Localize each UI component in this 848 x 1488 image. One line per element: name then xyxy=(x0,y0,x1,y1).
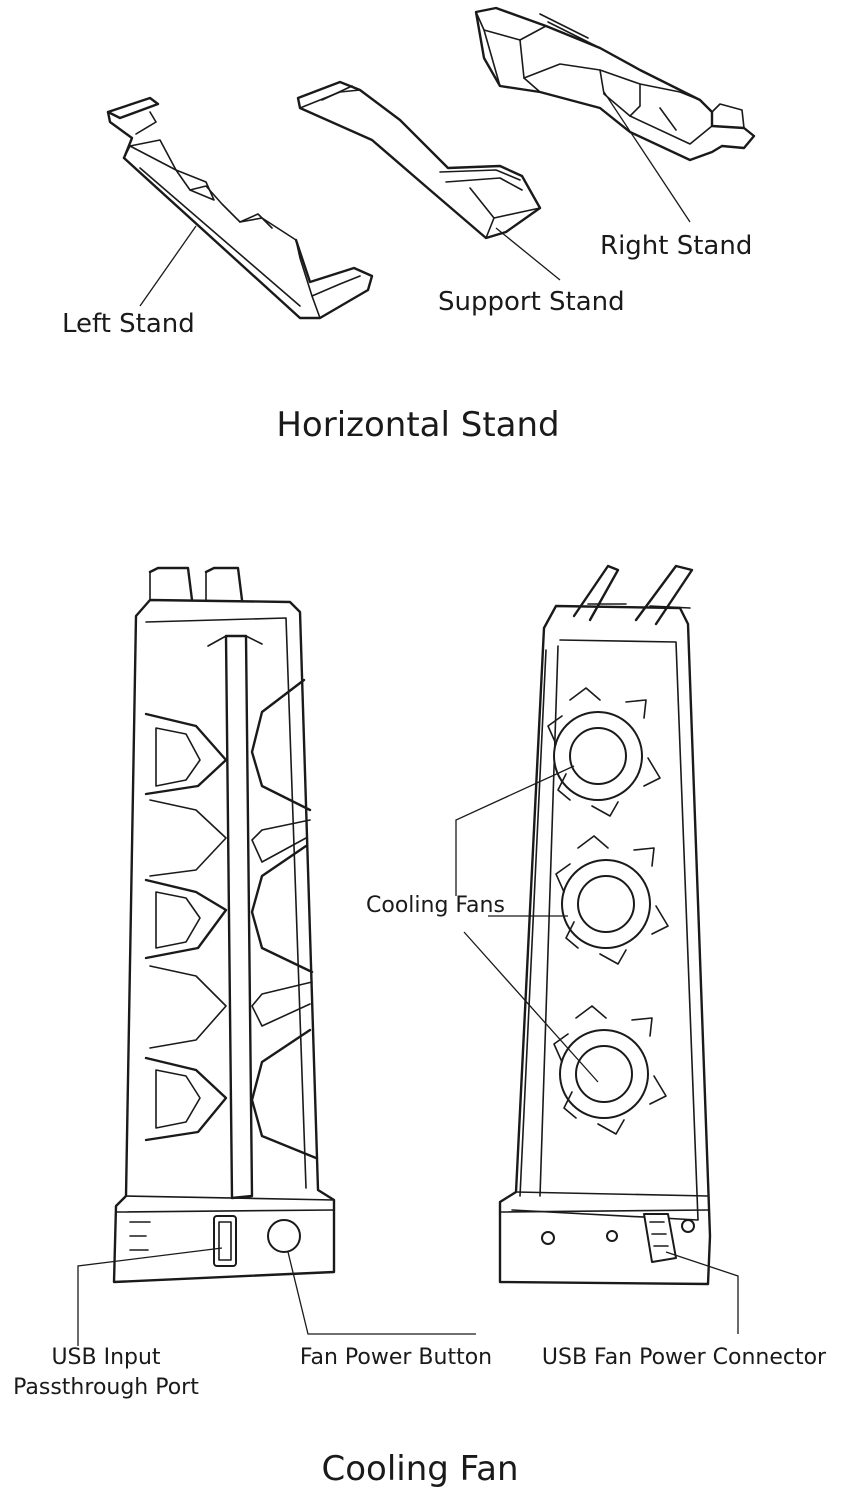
right-stand-drawing xyxy=(474,6,756,162)
usb-input-leader xyxy=(77,1247,223,1346)
left-stand-label: Left Stand xyxy=(62,309,195,339)
left-stand-drawing xyxy=(106,96,374,320)
usb-fan-power-connector-leader xyxy=(665,1251,739,1334)
support-stand-leader xyxy=(495,227,561,281)
left-stand-leader xyxy=(139,225,197,307)
cooling-fans-leader-top xyxy=(455,765,575,896)
horizontal-stand-title: Horizontal Stand xyxy=(276,405,559,445)
usb-fan-power-connector-label: USB Fan Power Connector xyxy=(542,1345,827,1370)
usb-input-label-line1: USB Input xyxy=(51,1345,160,1370)
fan-2-drawing xyxy=(555,835,669,965)
horizontal-stand-section: Left Stand Support Stand Right Stand Hor… xyxy=(62,6,756,445)
fan-1-drawing xyxy=(547,687,661,817)
support-stand-label: Support Stand xyxy=(438,287,625,317)
fan-power-button-drawing xyxy=(267,1219,301,1253)
fan-3-drawing xyxy=(553,1005,667,1135)
usb-input-port-drawing xyxy=(213,1215,237,1267)
cooling-fans-label: Cooling Fans xyxy=(366,893,505,918)
support-stand-drawing xyxy=(296,80,542,240)
cooling-fans-leader-bottom xyxy=(463,931,599,1083)
cooling-fan-front-view xyxy=(112,566,336,1284)
cooling-fan-title: Cooling Fan xyxy=(322,1449,519,1488)
right-stand-label: Right Stand xyxy=(600,231,752,261)
fan-power-button-label: Fan Power Button xyxy=(300,1345,492,1370)
cooling-fan-section: Cooling Fans USB Input Passthrough Port … xyxy=(13,564,827,1488)
right-stand-leader xyxy=(603,91,691,223)
fan-power-button-leader xyxy=(287,1251,476,1335)
usb-input-label-line2: Passthrough Port xyxy=(13,1375,199,1400)
usb-fan-power-connector-drawing xyxy=(643,1213,677,1263)
cooling-fan-back-view xyxy=(498,564,712,1286)
